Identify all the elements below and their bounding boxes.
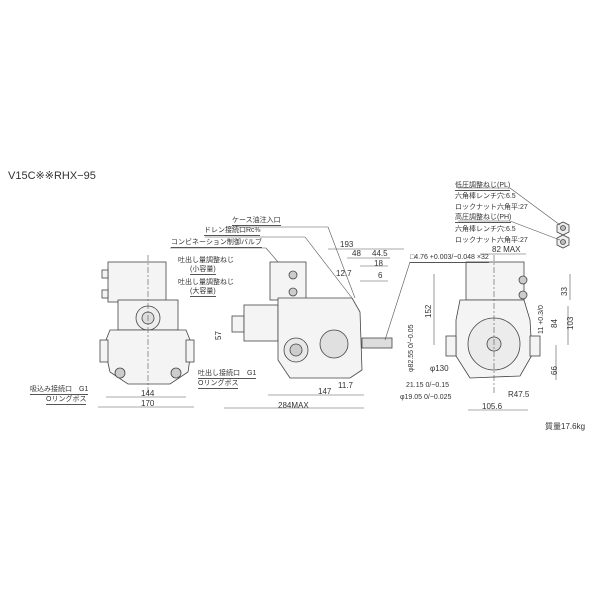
disp-adj-large-label: 吐出し量調整ねじ [178,279,234,286]
model-title: V15C※※RHX−95 [8,170,96,182]
dim-103: 103 [566,316,575,330]
low-hex-socket: 六角棒レンチ穴:6.5 [455,193,516,200]
dim-152: 152 [424,304,433,318]
dim-phi130: φ130 [430,364,449,373]
disp-adj-large-sub: (大容量) [190,288,216,297]
high-locknut: ロックナット六角平:27 [455,237,528,244]
dim-44-5: 44.5 [372,249,388,258]
dim-144: 144 [141,389,155,398]
dim-66: 66 [550,366,559,375]
rear-valve-block [465,261,525,301]
dim-phi19-05: φ19.05 0/−0.025 [400,394,452,401]
dim-84: 84 [550,319,559,328]
dim-105-6: 105.6 [482,402,503,411]
dim-284max: 284MAX [278,401,309,410]
shaft [361,337,393,349]
dim-18: 18 [374,259,383,268]
dim-33: 33 [560,287,569,296]
dim-82max: 82 MAX [492,245,521,254]
dim-6: 6 [378,271,383,280]
suction-port-callout: 吸込み接続口 G1 [30,386,89,395]
discharge-port-callout: 吐出し接続口 G1 [198,370,257,379]
low-locknut: ロックナット六角平:27 [455,204,528,211]
case-oil-inlet-callout: ケース油注入口 [232,217,281,226]
dim-193: 193 [340,240,354,249]
dim-48: 48 [352,249,361,258]
dim-12-7: 12.7 [336,269,352,278]
dim-57: 57 [214,331,223,340]
dim-147: 147 [318,387,332,396]
combination-valve-callout: コンビネーション制御バルブ [171,239,262,248]
dim-11-7: 11.7 [338,381,353,390]
side-valve-block [269,261,307,301]
dim-phi82-55: φ82.55 0/−0.05 [408,324,415,372]
disp-adj-small-sub: (小容量) [190,266,216,275]
dim-11: 11 +0.3/0 [538,305,545,334]
suction-oring-callout: Oリングボス [46,396,87,405]
disp-adj-small-label: 吐出し量調整ねじ [178,257,234,264]
weight-label: 質量17.6kg [545,422,586,431]
dim-21-15: 21.15 0/−0.15 [406,382,450,389]
discharge-oring-callout: Oリングボス [198,380,239,389]
high-pressure-adj-callout: 高圧調整ねじ(PH) [455,214,512,223]
left-valve-block [107,261,167,303]
dim-r47-5: R47.5 [508,390,530,399]
high-hex-socket: 六角棒レンチ穴:6.5 [455,226,516,233]
low-pressure-adj-callout: 低圧調整ねじ(PL) [455,182,511,191]
drain-port-callout: ドレン接続口Rc⅜ [204,227,261,236]
dim-170: 170 [141,399,155,408]
spline-callout: □4.76 +0.003/−0.048 ×32 [410,254,489,263]
